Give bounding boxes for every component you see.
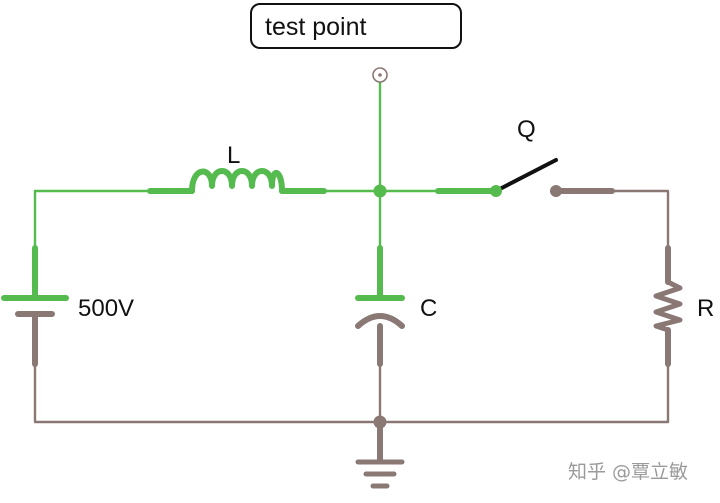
switch-blade [494,158,558,193]
test-point-box [250,3,462,49]
live-wiring [1,80,499,301]
switch-q [490,158,562,197]
switch-pivot [490,185,502,197]
top-junction-node [373,184,387,198]
test-point-terminal-center [378,73,382,77]
inductor-label: L [227,142,240,169]
switch-label: Q [517,116,536,143]
ground-symbol [355,459,405,489]
watermark-text: 知乎 @覃立敏 [568,461,688,483]
test-point-label: test point [265,13,367,41]
capacitor-curved-plate [355,313,405,329]
source-voltage-label: 500V [78,295,134,322]
resistor-label: R [697,295,714,322]
inductor-coil [189,168,285,194]
bottom-junction-node [373,415,387,429]
top-right-wire [610,189,670,250]
resistor-zigzag [653,279,683,333]
capacitor-label: C [420,295,437,322]
test-point-callout: test point [250,3,462,49]
bottom-return-wire [33,362,670,424]
dead-wiring [15,188,671,463]
